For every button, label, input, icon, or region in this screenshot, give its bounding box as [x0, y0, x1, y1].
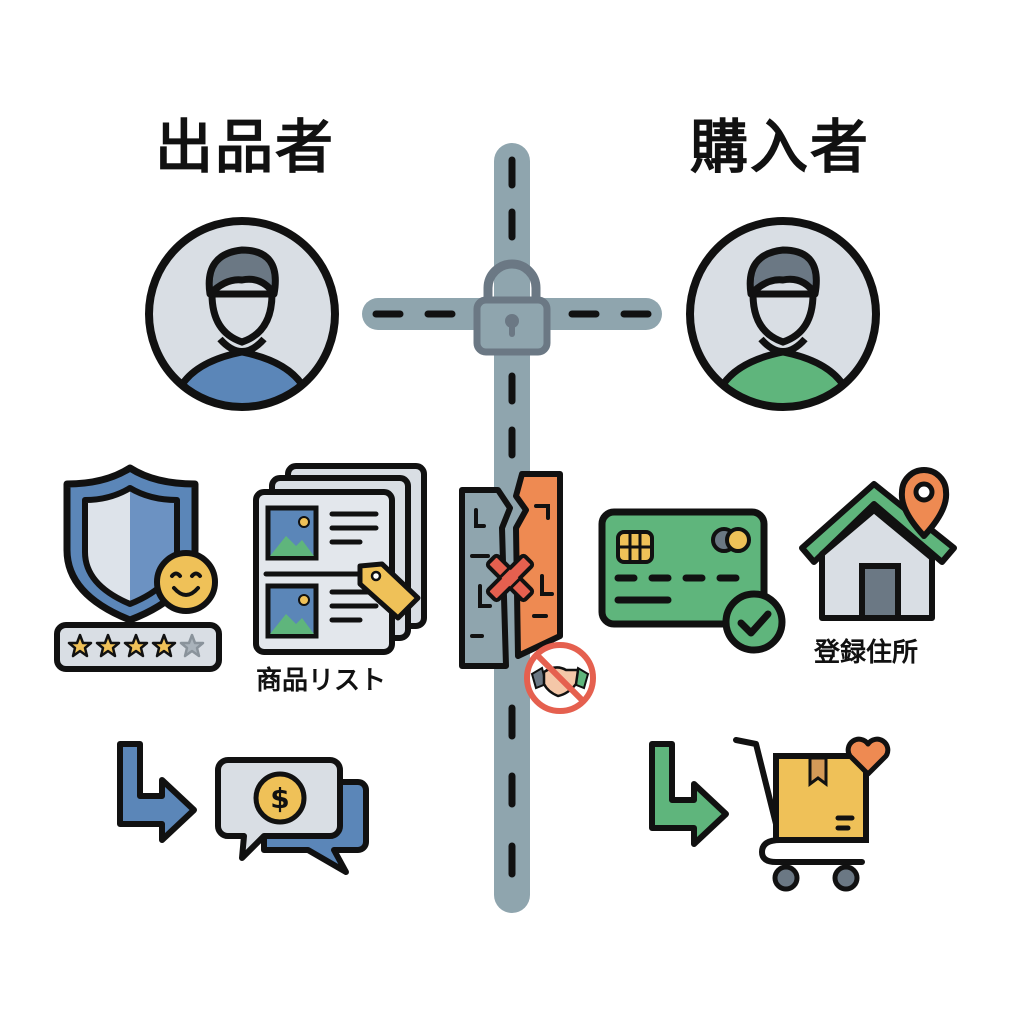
- arrow-to-chat-dollar-icon: $: [117, 741, 369, 875]
- home-location-icon: [799, 467, 957, 621]
- no-handshake-icon: [524, 642, 596, 714]
- seller-title: 出品者: [155, 113, 336, 181]
- padlock-icon: [473, 259, 551, 356]
- arrow-to-cart-icon: [649, 736, 891, 892]
- buyer-title: 購入者: [690, 113, 871, 181]
- credit-card-check-icon: [598, 508, 786, 654]
- star-rating: [54, 622, 222, 672]
- registered-address-label: 登録住所: [814, 638, 919, 668]
- shield-smile-icon: [54, 464, 222, 672]
- svg-text:$: $: [270, 782, 289, 815]
- product-list-icon: [253, 463, 427, 655]
- product-list-label: 商品リスト: [256, 666, 387, 696]
- buyer-avatar: [686, 217, 880, 411]
- seller-avatar: [145, 217, 339, 411]
- broken-wall-x-icon: [459, 471, 563, 669]
